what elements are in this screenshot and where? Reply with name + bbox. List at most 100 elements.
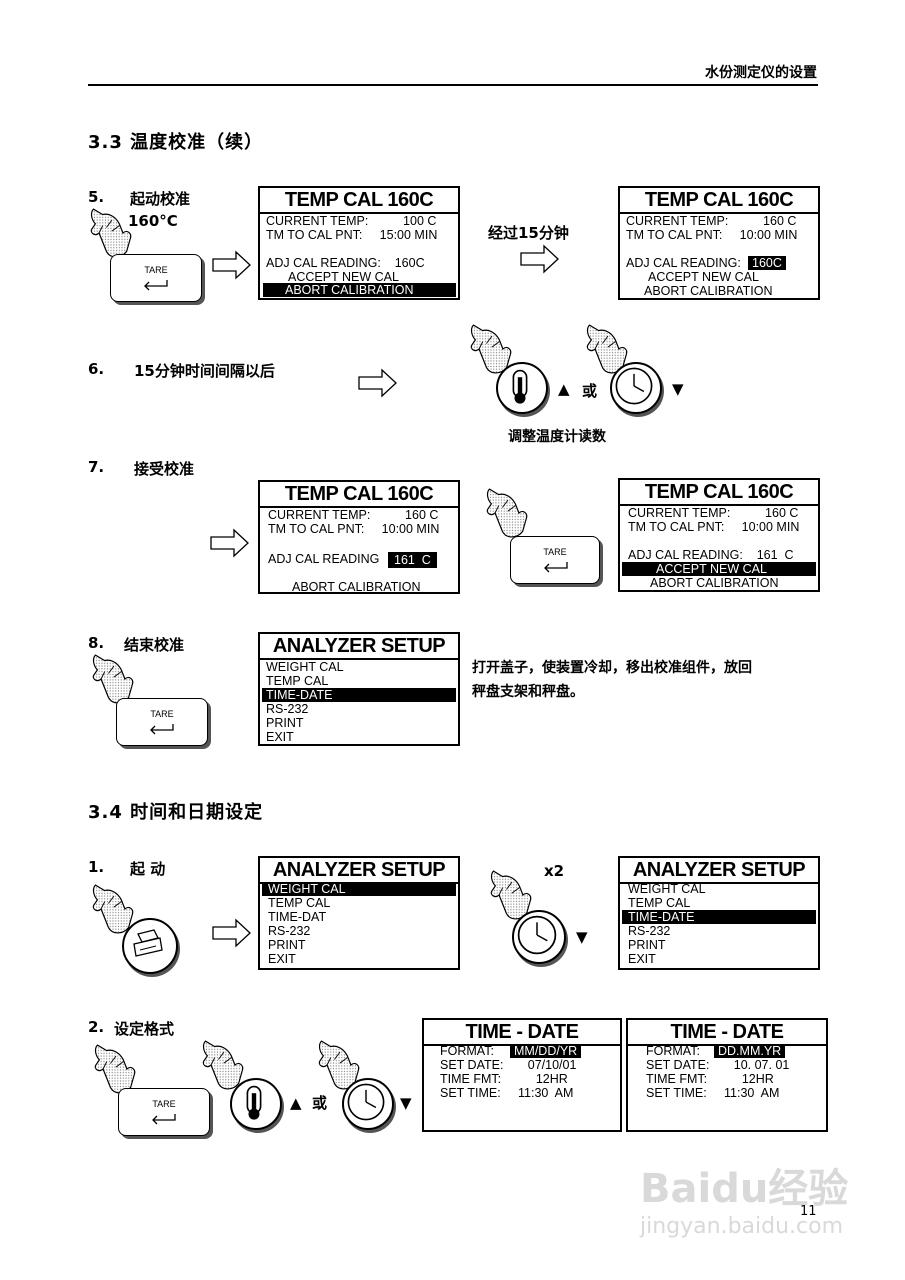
- lcd-line: ADJ CAL READING:: [626, 256, 741, 270]
- elapsed-label: 经过15分钟: [488, 222, 569, 243]
- thermometer-icon: [232, 1080, 276, 1124]
- lcd-line: FORMAT:: [646, 1044, 700, 1058]
- menu-item: WEIGHT CAL: [268, 882, 346, 896]
- lcd-line: FORMAT:: [440, 1044, 494, 1058]
- lcd-highlight: MM/DD/YR: [510, 1044, 581, 1058]
- lcd-line: ADJ CAL READING: [268, 552, 379, 566]
- lcd-line: TIME FMT: 12HR: [646, 1072, 774, 1086]
- tare-label: TARE: [111, 265, 201, 275]
- lcd-temp-cal-start: TEMP CAL 160C CURRENT TEMP: 100 C TM TO …: [258, 186, 460, 300]
- or-label: 或: [582, 380, 597, 401]
- menu-item: WEIGHT CAL: [266, 660, 344, 674]
- lcd-highlight: TIME-DATE: [622, 910, 816, 924]
- thermometer-button[interactable]: [230, 1078, 282, 1130]
- step-1-label: 起 动: [130, 858, 165, 879]
- printer-icon: [124, 920, 172, 968]
- lcd-title: TIME - DATE: [628, 1020, 826, 1046]
- thermometer-button[interactable]: [496, 362, 548, 414]
- menu-item: TIME-DATE: [266, 688, 332, 702]
- lcd-line: ABORT CALIBRATION: [644, 284, 773, 298]
- tare-label: TARE: [511, 547, 599, 557]
- lcd-line: ABORT CALIBRATION: [650, 576, 779, 590]
- up-triangle-icon: ▲: [290, 1094, 302, 1112]
- arrow-right-icon: [358, 368, 398, 398]
- down-triangle-icon: ▼: [576, 928, 588, 946]
- menu-item: EXIT: [268, 952, 296, 966]
- lcd-highlight: ACCEPT NEW CAL: [622, 562, 816, 576]
- clock-button[interactable]: [610, 362, 662, 414]
- lcd-line: ACCEPT NEW CAL: [648, 270, 759, 284]
- lcd-highlight: ABORT CALIBRATION: [263, 283, 456, 297]
- menu-item: TEMP CAL: [266, 674, 328, 688]
- lcd-highlight: WEIGHT CAL: [262, 882, 456, 896]
- note-line-1: 打开盖子，使装置冷却，移出校准组件，放回: [472, 656, 752, 680]
- header-rule: [88, 84, 818, 86]
- lcd-temp-cal-after: TEMP CAL 160C CURRENT TEMP: 160 C TM TO …: [618, 186, 820, 300]
- down-triangle-icon: ▼: [672, 380, 684, 398]
- menu-item: TEMP CAL: [628, 896, 690, 910]
- menu-item: PRINT: [628, 938, 666, 952]
- lcd-highlight: DD.MM.YR: [714, 1044, 785, 1058]
- lcd-line: CURRENT TEMP: 160 C: [626, 214, 796, 228]
- enter-arrow-icon: [541, 561, 571, 573]
- lcd-line: ACCEPT NEW CAL: [288, 270, 399, 284]
- menu-item: RS-232: [268, 924, 310, 938]
- step-6-number: 6.: [88, 360, 104, 378]
- lcd-time-date-eu: TIME - DATE FORMAT: DD.MM.YR SET DATE: 1…: [626, 1018, 828, 1132]
- step-6-label: 15分钟时间间隔以后: [134, 360, 275, 381]
- tare-button[interactable]: TARE: [510, 536, 600, 584]
- menu-item: TEMP CAL: [268, 896, 330, 910]
- step-5-label: 起动校准: [130, 188, 190, 209]
- menu-item: EXIT: [266, 730, 294, 744]
- step-7-number: 7.: [88, 458, 104, 476]
- lcd-title: TEMP CAL 160C: [260, 482, 458, 508]
- lcd-line: TM TO CAL PNT: 10:00 MIN: [268, 522, 439, 536]
- lcd-title: ANALYZER SETUP: [260, 634, 458, 660]
- lcd-analyzer-setup: ANALYZER SETUP WEIGHT CAL TEMP CAL TIME-…: [258, 632, 460, 746]
- lcd-line: SET TIME: 11:30 AM: [646, 1086, 779, 1100]
- note-line-2: 秤盘支架和秤盘。: [472, 680, 584, 704]
- lcd-highlight: TIME-DATE: [262, 688, 456, 702]
- menu-item: TIME-DAT: [268, 910, 326, 924]
- press-twice-label: x2: [544, 862, 564, 880]
- down-triangle-icon: ▼: [400, 1094, 412, 1112]
- tare-button[interactable]: TARE: [110, 254, 202, 302]
- lcd-line: TM TO CAL PNT: 15:00 MIN: [266, 228, 437, 242]
- lcd-line: ABORT CALIBRATION: [292, 580, 421, 594]
- step-5-temperature: 160°C: [128, 212, 178, 230]
- lcd-temp-cal-accept: TEMP CAL 160C CURRENT TEMP: 160 C TM TO …: [618, 478, 820, 592]
- lcd-title: ANALYZER SETUP: [260, 858, 458, 884]
- print-button[interactable]: [122, 918, 178, 974]
- lcd-title: TEMP CAL 160C: [620, 480, 818, 506]
- step-7-label: 接受校准: [134, 458, 194, 479]
- lcd-line: CURRENT TEMP: 160 C: [628, 506, 798, 520]
- running-header: 水份测定仪的设置: [705, 62, 817, 82]
- lcd-title: TIME - DATE: [424, 1020, 620, 1046]
- pressing-hand-icon: [484, 484, 530, 542]
- lcd-title: ANALYZER SETUP: [620, 858, 818, 884]
- lcd-highlight: 161 C: [388, 552, 437, 568]
- step-2-number: 2.: [88, 1018, 104, 1036]
- clock-icon: [612, 364, 656, 408]
- tare-button[interactable]: TARE: [116, 698, 208, 746]
- lcd-line: ACCEPT NEW CAL: [656, 562, 767, 576]
- menu-item: RS-232: [266, 702, 308, 716]
- lcd-setup-start: ANALYZER SETUP WEIGHT CAL TEMP CAL TIME-…: [258, 856, 460, 970]
- clock-button[interactable]: [512, 910, 566, 964]
- lcd-line: SET DATE: 07/10/01: [440, 1058, 576, 1072]
- lcd-line: SET DATE: 10. 07. 01: [646, 1058, 789, 1072]
- arrow-right-icon: [520, 244, 560, 274]
- enter-arrow-icon: [141, 279, 171, 291]
- lcd-line: TM TO CAL PNT: 10:00 MIN: [628, 520, 799, 534]
- tare-button[interactable]: TARE: [118, 1088, 210, 1136]
- step-1-number: 1.: [88, 858, 104, 876]
- watermark-url: jingyan.baidu.com: [640, 1214, 843, 1239]
- menu-item: PRINT: [266, 716, 304, 730]
- lcd-title: TEMP CAL 160C: [260, 188, 458, 214]
- lcd-time-date-us: TIME - DATE FORMAT: MM/DD/YR SET DATE: 0…: [422, 1018, 622, 1132]
- enter-arrow-icon: [149, 1113, 179, 1125]
- lcd-highlight: 160C: [748, 256, 786, 270]
- clock-button[interactable]: [342, 1078, 394, 1130]
- lcd-line: ADJ CAL READING: 161 C: [628, 548, 794, 562]
- up-triangle-icon: ▲: [558, 380, 570, 398]
